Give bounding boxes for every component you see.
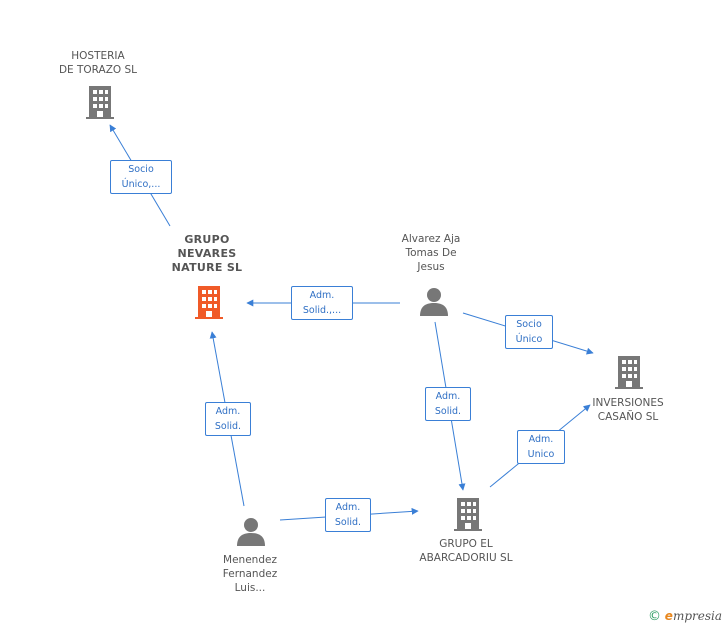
node-label-grupo-abarcadoriu: GRUPO EL ABARCADORIU SL xyxy=(419,538,513,564)
node-label-grupo-nevares: GRUPO NEVARES NATURE SL xyxy=(171,233,243,274)
edge-label-adm-solid-1[interactable]: Adm. Solid.,... xyxy=(291,286,353,320)
brand-name: mpresia xyxy=(672,609,722,623)
brand-logo-letter: e xyxy=(664,609,673,623)
node-label-hosteria: HOSTERIA DE TORAZO SL xyxy=(58,50,138,76)
copyright-footer: © empresia xyxy=(648,609,722,624)
copyright-icon: © xyxy=(647,609,661,624)
edge-label-socio-unico-1[interactable]: Socio Único,... xyxy=(110,160,172,194)
edge-label-adm-solid-3[interactable]: Adm. Solid. xyxy=(205,402,251,436)
edge-label-adm-solid-2[interactable]: Adm. Solid. xyxy=(425,387,471,421)
edge-label-adm-solid-4[interactable]: Adm. Solid. xyxy=(325,498,371,532)
building-icon[interactable] xyxy=(453,496,485,532)
edge-label-adm-unico[interactable]: Adm. Unico xyxy=(517,430,565,464)
building-icon[interactable] xyxy=(85,84,117,120)
person-icon[interactable] xyxy=(235,516,267,548)
node-label-inversiones: INVERSIONES CASAÑO SL xyxy=(592,397,664,423)
edge-label-socio-unico-2[interactable]: Socio Único xyxy=(505,315,553,349)
node-label-menendez: Menendez Fernandez Luis... xyxy=(222,554,278,594)
person-icon[interactable] xyxy=(418,286,450,318)
building-icon[interactable] xyxy=(614,354,646,390)
main-building-icon[interactable] xyxy=(194,284,226,320)
node-label-alvarez: Alvarez Aja Tomas De Jesus xyxy=(401,233,461,273)
